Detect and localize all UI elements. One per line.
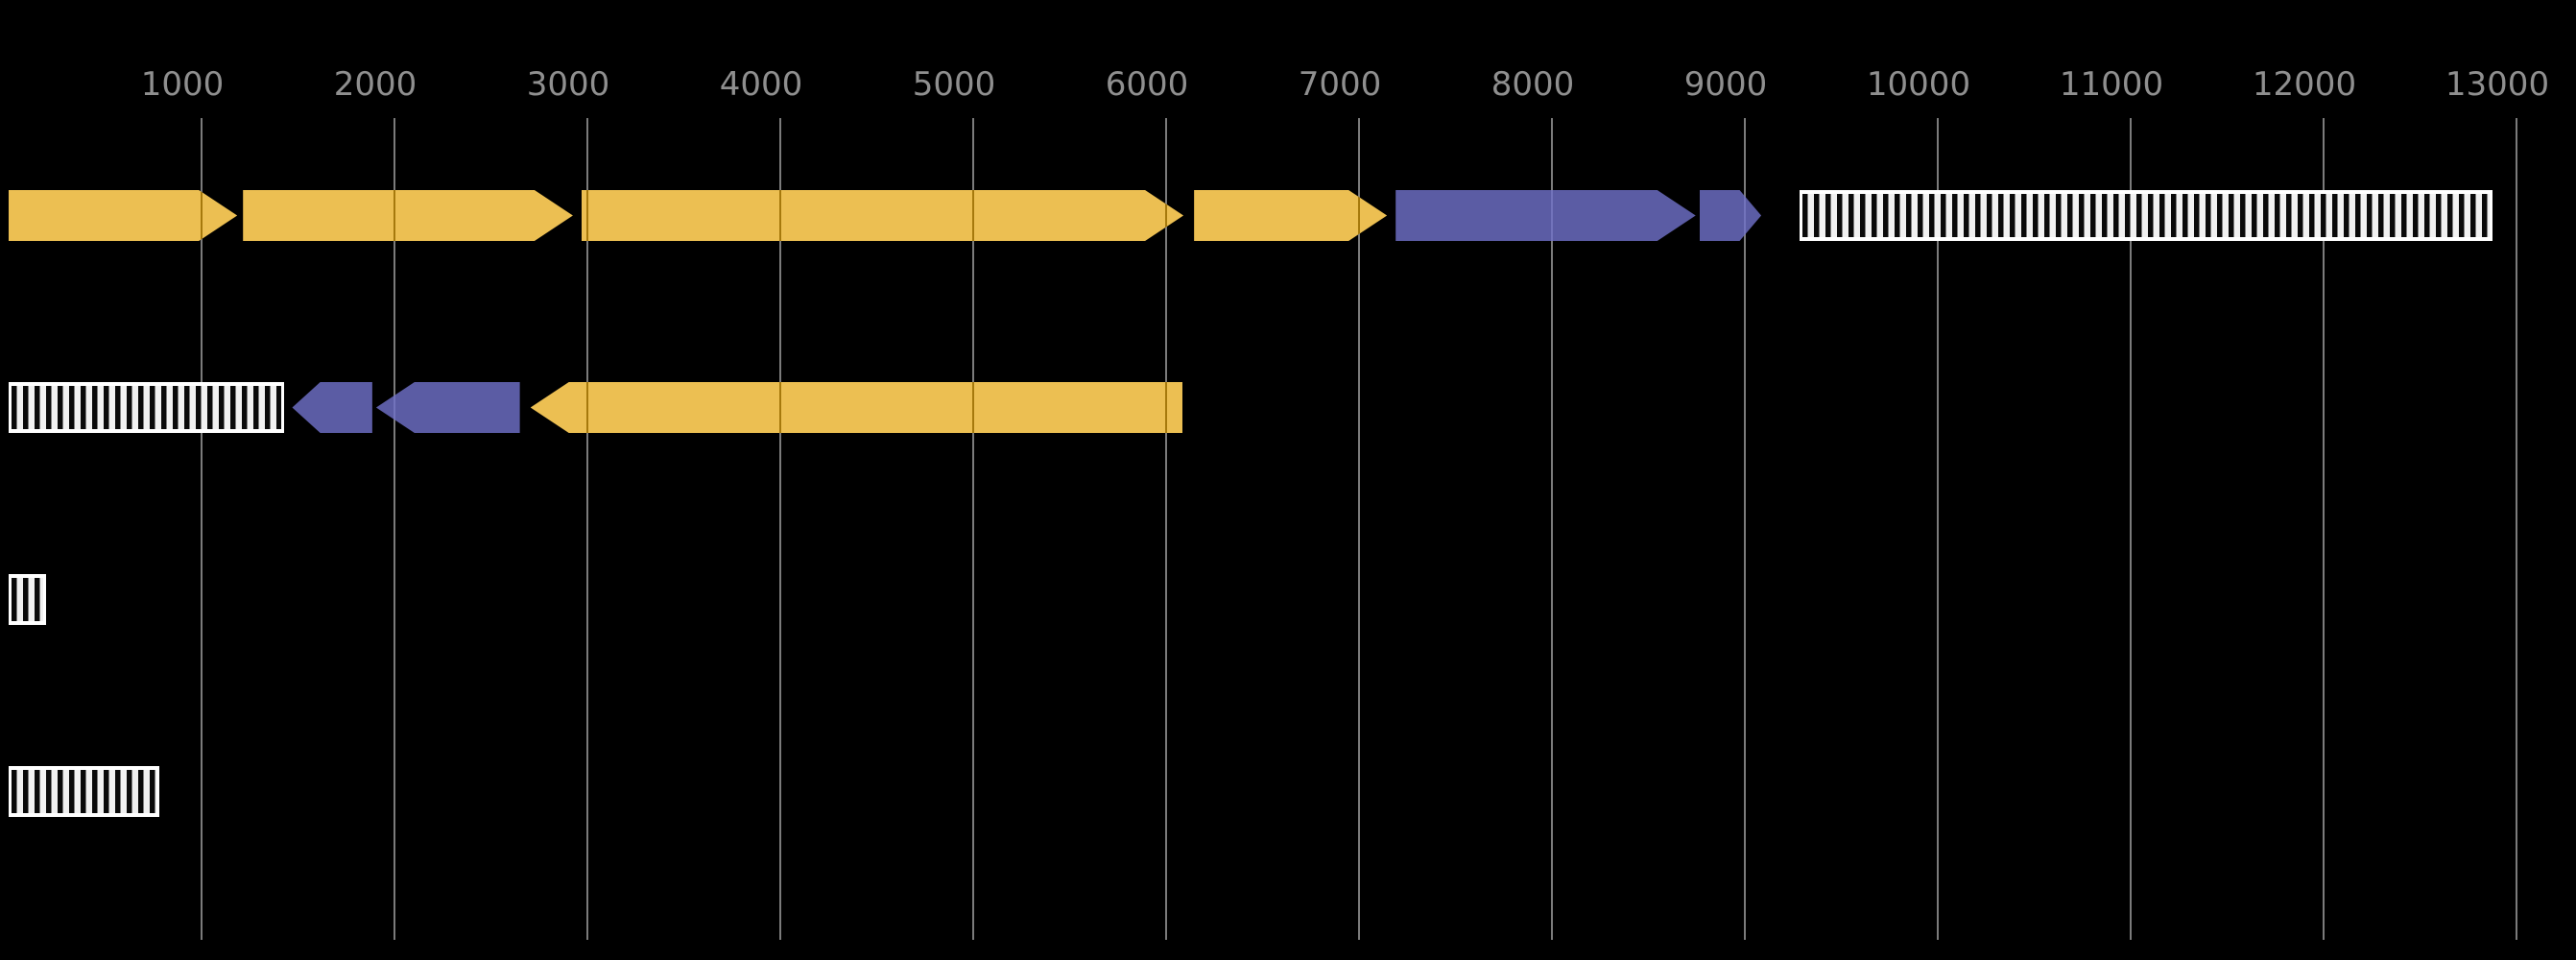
axis-tick-label: 3000 [526, 65, 610, 104]
axis-tick-label: 13000 [2445, 65, 2550, 104]
axis-tick-label: 9000 [1683, 65, 1768, 104]
hatched-region [1800, 190, 2493, 241]
gridline [1551, 118, 1553, 940]
gene-arrow-reverse [292, 382, 372, 433]
gridline [586, 118, 588, 940]
axis-tick-label: 12000 [2252, 65, 2357, 104]
hatch-stripes [12, 770, 156, 813]
gridline [394, 118, 395, 940]
axis-tick-label: 5000 [912, 65, 996, 104]
axis-tick-label: 4000 [719, 65, 803, 104]
hatch-stripes [12, 578, 44, 621]
axis-tick-label: 2000 [333, 65, 417, 104]
axis-tick-label: 11000 [2059, 65, 2164, 104]
gridline [1358, 118, 1360, 940]
gridline [2130, 118, 2132, 940]
gene-arrow-forward [1395, 190, 1696, 241]
hatch-stripes [12, 386, 282, 429]
axis-tick-label: 6000 [1105, 65, 1189, 104]
hatched-region [9, 766, 159, 817]
gridline [2516, 118, 2517, 940]
gridline [972, 118, 974, 940]
axis-tick-label: 7000 [1298, 65, 1382, 104]
axis-tick-label: 8000 [1491, 65, 1575, 104]
gene-arrow-forward [9, 190, 237, 241]
gridline [1937, 118, 1939, 940]
hatched-region [9, 382, 285, 433]
gridline [1165, 118, 1167, 940]
gene-arrow-forward [1700, 190, 1761, 241]
gene-arrow-forward [243, 190, 573, 241]
gene-arrow-forward [1194, 190, 1387, 241]
gene-arrow-reverse [530, 382, 1183, 433]
hatched-region [9, 574, 47, 625]
gene-arrow-reverse [375, 382, 520, 433]
gene-arrow-forward [582, 190, 1183, 241]
gridline [779, 118, 781, 940]
axis-tick-label: 10000 [1866, 65, 1971, 104]
gridline [1744, 118, 1746, 940]
hatch-stripes [1802, 194, 2490, 237]
gridline [201, 118, 203, 940]
gridline [2323, 118, 2325, 940]
axis-tick-label: 1000 [140, 65, 225, 104]
